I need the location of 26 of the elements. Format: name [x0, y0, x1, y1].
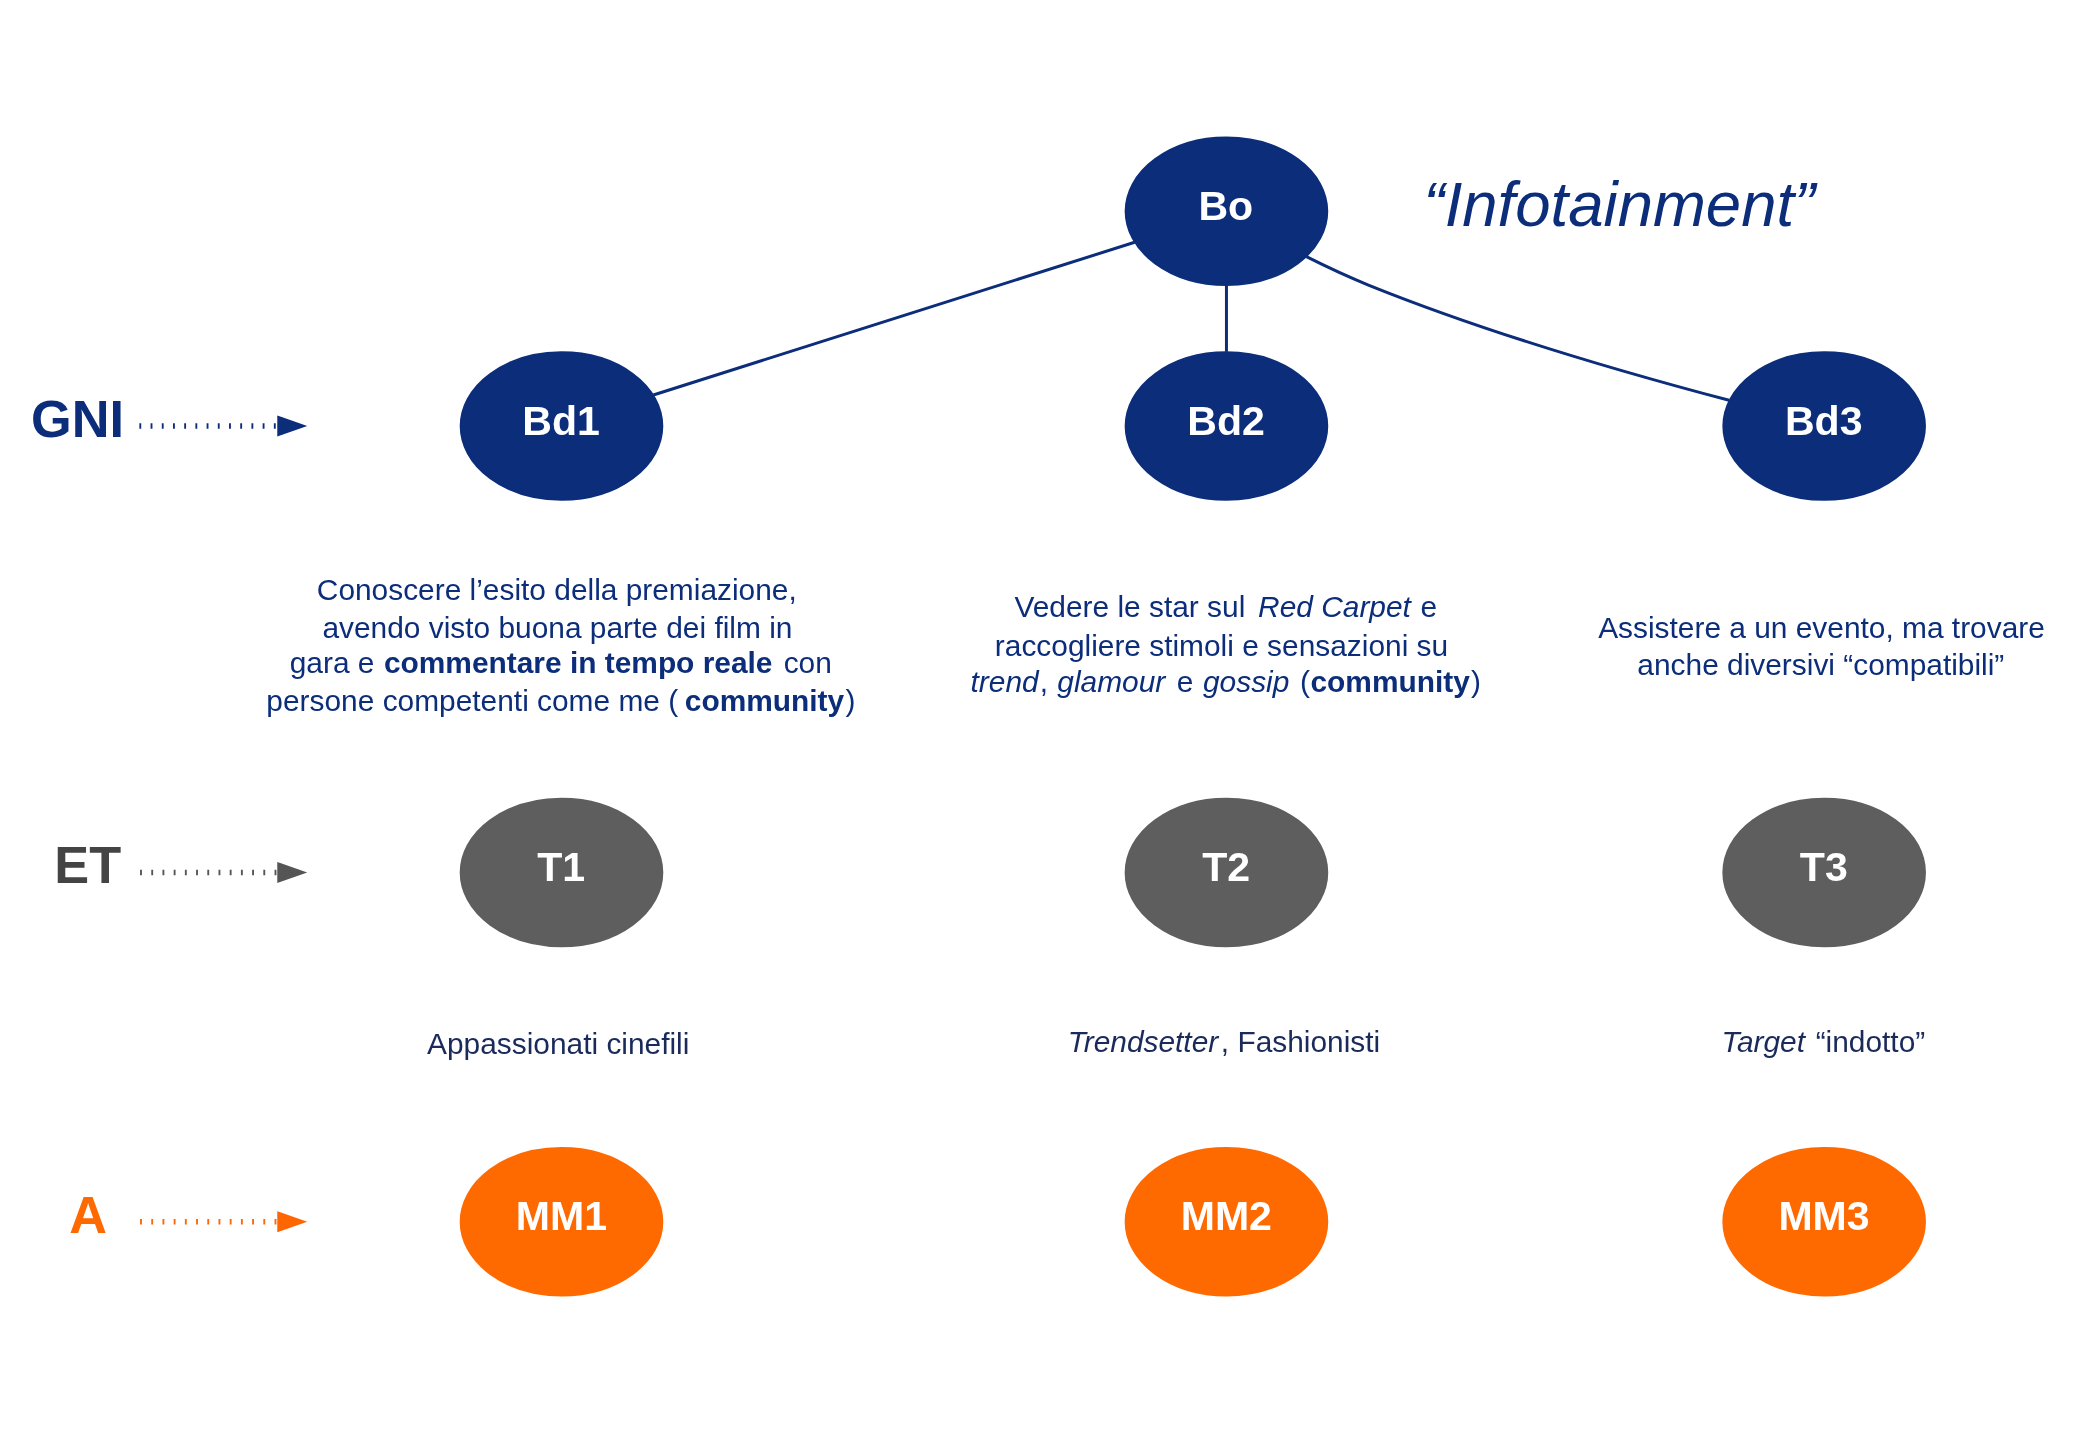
arrow [140, 862, 308, 883]
node-label: Assistere a un evento, ma trovare anche diversivi “compatibili” [1598, 610, 2045, 682]
node-ellipse: T3 [1722, 797, 1926, 948]
arrow [140, 1211, 308, 1233]
node-text: GNI [31, 390, 124, 449]
connector [652, 240, 1136, 397]
node-ellipse: T1 [459, 797, 664, 948]
node-ellipse: Bd2 [1124, 351, 1329, 501]
node-text: A [69, 1185, 108, 1244]
node-label: “Infotainment” [1423, 168, 1816, 239]
node-label: Appassionati cinefili [427, 1027, 690, 1061]
node-ellipse: MM3 [1722, 1147, 1926, 1297]
arrow [139, 415, 308, 437]
node-ellipse: T2 [1124, 797, 1329, 948]
node-ellipse: Bo [1124, 136, 1329, 286]
node-ellipse: MM2 [1124, 1147, 1329, 1297]
node-ellipse: Bd1 [459, 351, 664, 501]
node-label: Trendsetter, Fashionisti [1067, 1025, 1381, 1059]
node-label: Vedere le star sul Red Carpet e raccogliere stimoli e sensazioni su trend, glamour e gossip (community) [970, 590, 1482, 698]
connector [1224, 285, 1228, 352]
node-ellipse: MM1 [459, 1147, 664, 1297]
node-label: Conoscere l’esito della premiazione, avendo visto buona parte dei film in gara e commentare in tempo reale con persone competenti come me (community) [266, 573, 856, 717]
node-text: ET [54, 836, 122, 895]
node-label: Target “indotto” [1721, 1025, 1926, 1059]
node-ellipse: Bd3 [1722, 351, 1926, 501]
connector [1305, 255, 1730, 402]
